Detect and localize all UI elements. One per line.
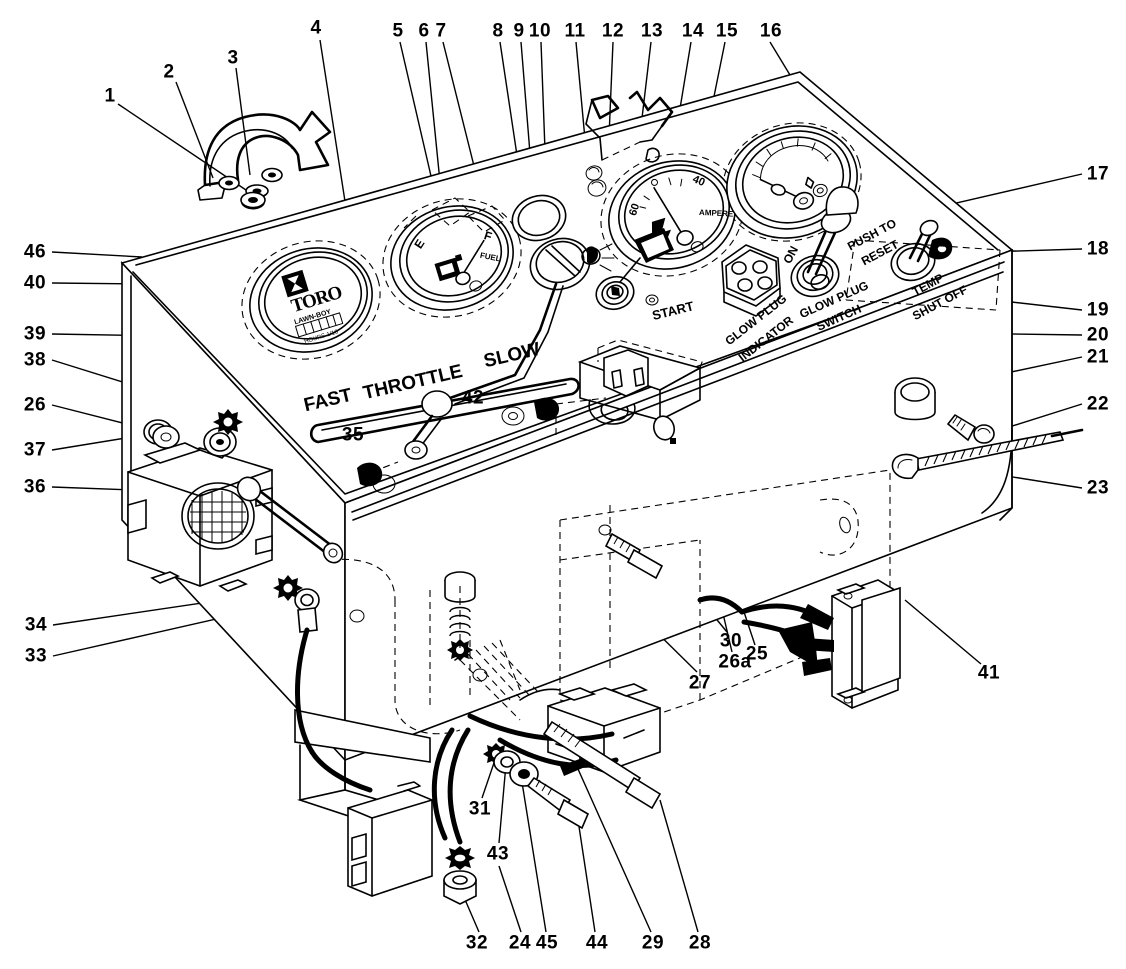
callout-10: 10 <box>528 20 552 42</box>
callout-12: 12 <box>601 20 625 42</box>
callout-11: 11 <box>564 20 586 42</box>
callout-16: 16 <box>759 20 783 42</box>
callout-38: 38 <box>23 349 47 371</box>
callout-22: 22 <box>1086 393 1110 415</box>
callout-17: 17 <box>1086 163 1110 185</box>
hourmeter-gauge: TORO LAWN-BOY HOURS 1/10 <box>249 247 373 353</box>
screw-item-22 <box>946 413 995 444</box>
callout-7: 7 <box>435 20 447 42</box>
callout-4: 4 <box>310 17 322 39</box>
callout-42: 42 <box>461 387 485 409</box>
callout-33: 33 <box>24 645 48 667</box>
leader-line-36 <box>51 486 134 491</box>
leader-line-46 <box>51 251 143 258</box>
callout-46: 46 <box>23 241 47 263</box>
callout-45: 45 <box>535 932 559 954</box>
small-hardware-top <box>403 197 506 233</box>
ground-cable <box>273 575 433 897</box>
glow-plug-indicator <box>721 244 781 317</box>
callout-5: 5 <box>392 20 404 42</box>
callout-39: 39 <box>23 323 47 345</box>
leader-line-3 <box>235 67 251 176</box>
leader-line-24 <box>498 865 522 933</box>
temperature-gauge <box>726 125 858 239</box>
callout-14: 14 <box>681 20 705 42</box>
wiring-harness <box>431 571 662 905</box>
callout-24: 24 <box>508 932 532 954</box>
leader-line-29 <box>564 739 652 933</box>
svg-text:F: F <box>482 228 493 244</box>
regulator-box <box>127 409 344 592</box>
spring-item-23 <box>891 428 1084 480</box>
leader-line-44 <box>577 819 596 933</box>
callout-2: 2 <box>163 61 175 83</box>
terminal-connector-41 <box>697 579 901 709</box>
callout-28: 28 <box>688 932 712 954</box>
callout-18: 18 <box>1086 238 1110 260</box>
relay-block <box>577 339 703 444</box>
callout-19: 19 <box>1086 299 1110 321</box>
svg-text:40: 40 <box>691 173 707 189</box>
callout-21: 21 <box>1086 346 1110 368</box>
leader-line-1 <box>117 103 247 191</box>
leader-line-2 <box>175 81 214 179</box>
ignition-switch <box>581 165 674 311</box>
callout-43: 43 <box>486 843 510 865</box>
part-group-latch-bracket <box>197 110 332 210</box>
face-screws <box>349 524 664 682</box>
rubber-knob <box>894 377 936 421</box>
callout-36: 36 <box>23 476 47 498</box>
callout-31: 31 <box>468 798 492 820</box>
callout-35: 35 <box>341 424 365 446</box>
callout-41: 41 <box>977 662 1001 684</box>
callout-1: 1 <box>104 85 116 107</box>
callout-27: 27 <box>688 672 712 694</box>
callout-26a: 26a <box>718 651 752 673</box>
throttle-slot <box>309 377 607 494</box>
temp-shutoff-button <box>845 219 1001 311</box>
svg-text:60: 60 <box>627 202 642 217</box>
leader-line-28 <box>659 799 699 933</box>
callout-26: 26 <box>23 394 47 416</box>
leader-line-41 <box>904 599 982 665</box>
callout-25: 25 <box>745 643 769 665</box>
callout-15: 15 <box>715 20 739 42</box>
callout-20: 20 <box>1086 324 1110 346</box>
top-edge-clips <box>585 90 674 163</box>
callout-32: 32 <box>465 932 489 954</box>
callout-8: 8 <box>492 20 504 42</box>
callout-30: 30 <box>719 630 743 652</box>
callout-9: 9 <box>513 20 525 42</box>
panel-cap-assembly <box>448 194 591 405</box>
callout-34: 34 <box>24 614 48 636</box>
svg-text:AMPERE: AMPERE <box>699 208 734 219</box>
callout-23: 23 <box>1086 477 1110 499</box>
leader-line-45 <box>520 775 547 933</box>
svg-text:FUEL: FUEL <box>479 251 501 264</box>
callout-40: 40 <box>23 272 47 294</box>
fuel-gauge: E F FUEL <box>390 205 514 311</box>
callout-44: 44 <box>585 932 609 954</box>
glow-plug-toggle-switch <box>790 186 859 298</box>
callout-13: 13 <box>640 20 664 42</box>
callout-6: 6 <box>418 20 430 42</box>
callout-29: 29 <box>641 932 665 954</box>
callout-3: 3 <box>227 47 239 69</box>
leader-line-16 <box>769 41 791 76</box>
leader-line-43 <box>498 763 507 844</box>
callout-37: 37 <box>23 439 47 461</box>
